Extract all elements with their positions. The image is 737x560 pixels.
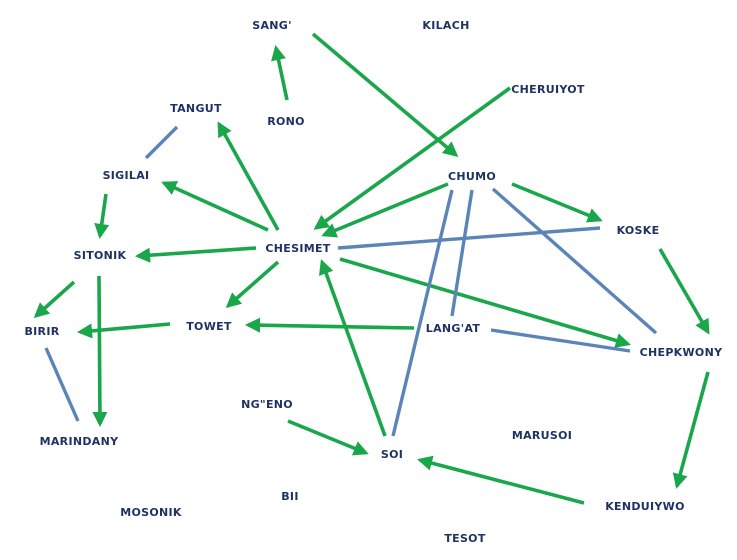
node-mosonik: MOSONIK	[120, 506, 182, 519]
link-birir-marindany	[44, 347, 80, 422]
arrow-chesimet-to-sigilai	[161, 181, 269, 232]
arrow-chesimet-to-towet	[225, 260, 280, 308]
node-cheruiyot: CHERUIYOT	[511, 83, 585, 96]
link-langat-chepkwony	[490, 328, 631, 353]
node-chesimet: CHESIMET	[265, 242, 330, 255]
node-rono: RONO	[267, 115, 305, 128]
arrow-koske-to-chepkwony	[658, 248, 710, 335]
link-chesimet-koske	[337, 226, 601, 250]
node-langat: LANG'AT	[426, 322, 481, 335]
arrow-chesimet-to-tangut	[217, 121, 280, 231]
link-tangut-sigilai	[144, 125, 179, 160]
node-kilach: KILACH	[422, 19, 469, 32]
node-bii: BII	[281, 490, 298, 503]
arrow-cheruiyot-to-chesimet	[313, 86, 512, 230]
arrow-sigilai-to-sitonik	[94, 193, 110, 239]
node-sitonik: SITONIK	[74, 249, 127, 262]
link-chumo-chepkwony	[491, 187, 658, 335]
arrow-rono-to-sang	[271, 45, 289, 101]
edges-layer	[33, 32, 710, 505]
arrow-ngeno-to-soi	[287, 419, 369, 456]
node-koske: KOSKE	[617, 224, 660, 237]
arrow-chumo-to-chesimet	[321, 182, 449, 238]
node-soi: SOI	[381, 448, 403, 461]
arrow-chesimet-to-chepkwony	[339, 257, 631, 348]
node-marindany: MARINDANY	[40, 435, 119, 448]
arrow-kenduiywo-to-soi	[417, 455, 585, 505]
node-marusoi: MARUSOI	[512, 429, 572, 442]
link-chumo-langat	[450, 189, 474, 317]
node-sigilai: SIGILAI	[103, 169, 150, 182]
nodes-layer: SANG' KILACH CHERUIYOT TANGUT RONO SIGILAI CHU…	[24, 19, 723, 545]
node-tesot: TESOT	[444, 532, 485, 545]
node-birir: BIRIR	[24, 325, 59, 338]
arrow-sitonik-to-birir	[33, 280, 76, 319]
arrow-chesimet-to-sitonik	[134, 246, 257, 263]
arrow-soi-to-chesimet	[319, 259, 387, 437]
node-sang: SANG'	[252, 19, 292, 32]
arrow-sang-to-chumo	[311, 32, 459, 157]
link-chumo-soi	[391, 189, 454, 437]
arrow-towet-to-birir	[76, 322, 171, 339]
node-chumo: CHUMO	[448, 170, 496, 183]
node-tangut: TANGUT	[170, 102, 222, 115]
arrow-chumo-to-koske	[511, 182, 603, 223]
node-towet: TOWET	[186, 320, 232, 333]
arrow-chepkwony-to-kenduiywo	[672, 371, 710, 489]
node-kenduiywo: KENDUIYWO	[605, 500, 685, 513]
arrow-sitonik-to-marindany	[92, 275, 108, 428]
node-chepkwony: CHEPKWONY	[640, 346, 723, 359]
node-ngeno: NG"ENO	[241, 398, 293, 411]
arrow-langat-to-towet	[244, 317, 415, 333]
